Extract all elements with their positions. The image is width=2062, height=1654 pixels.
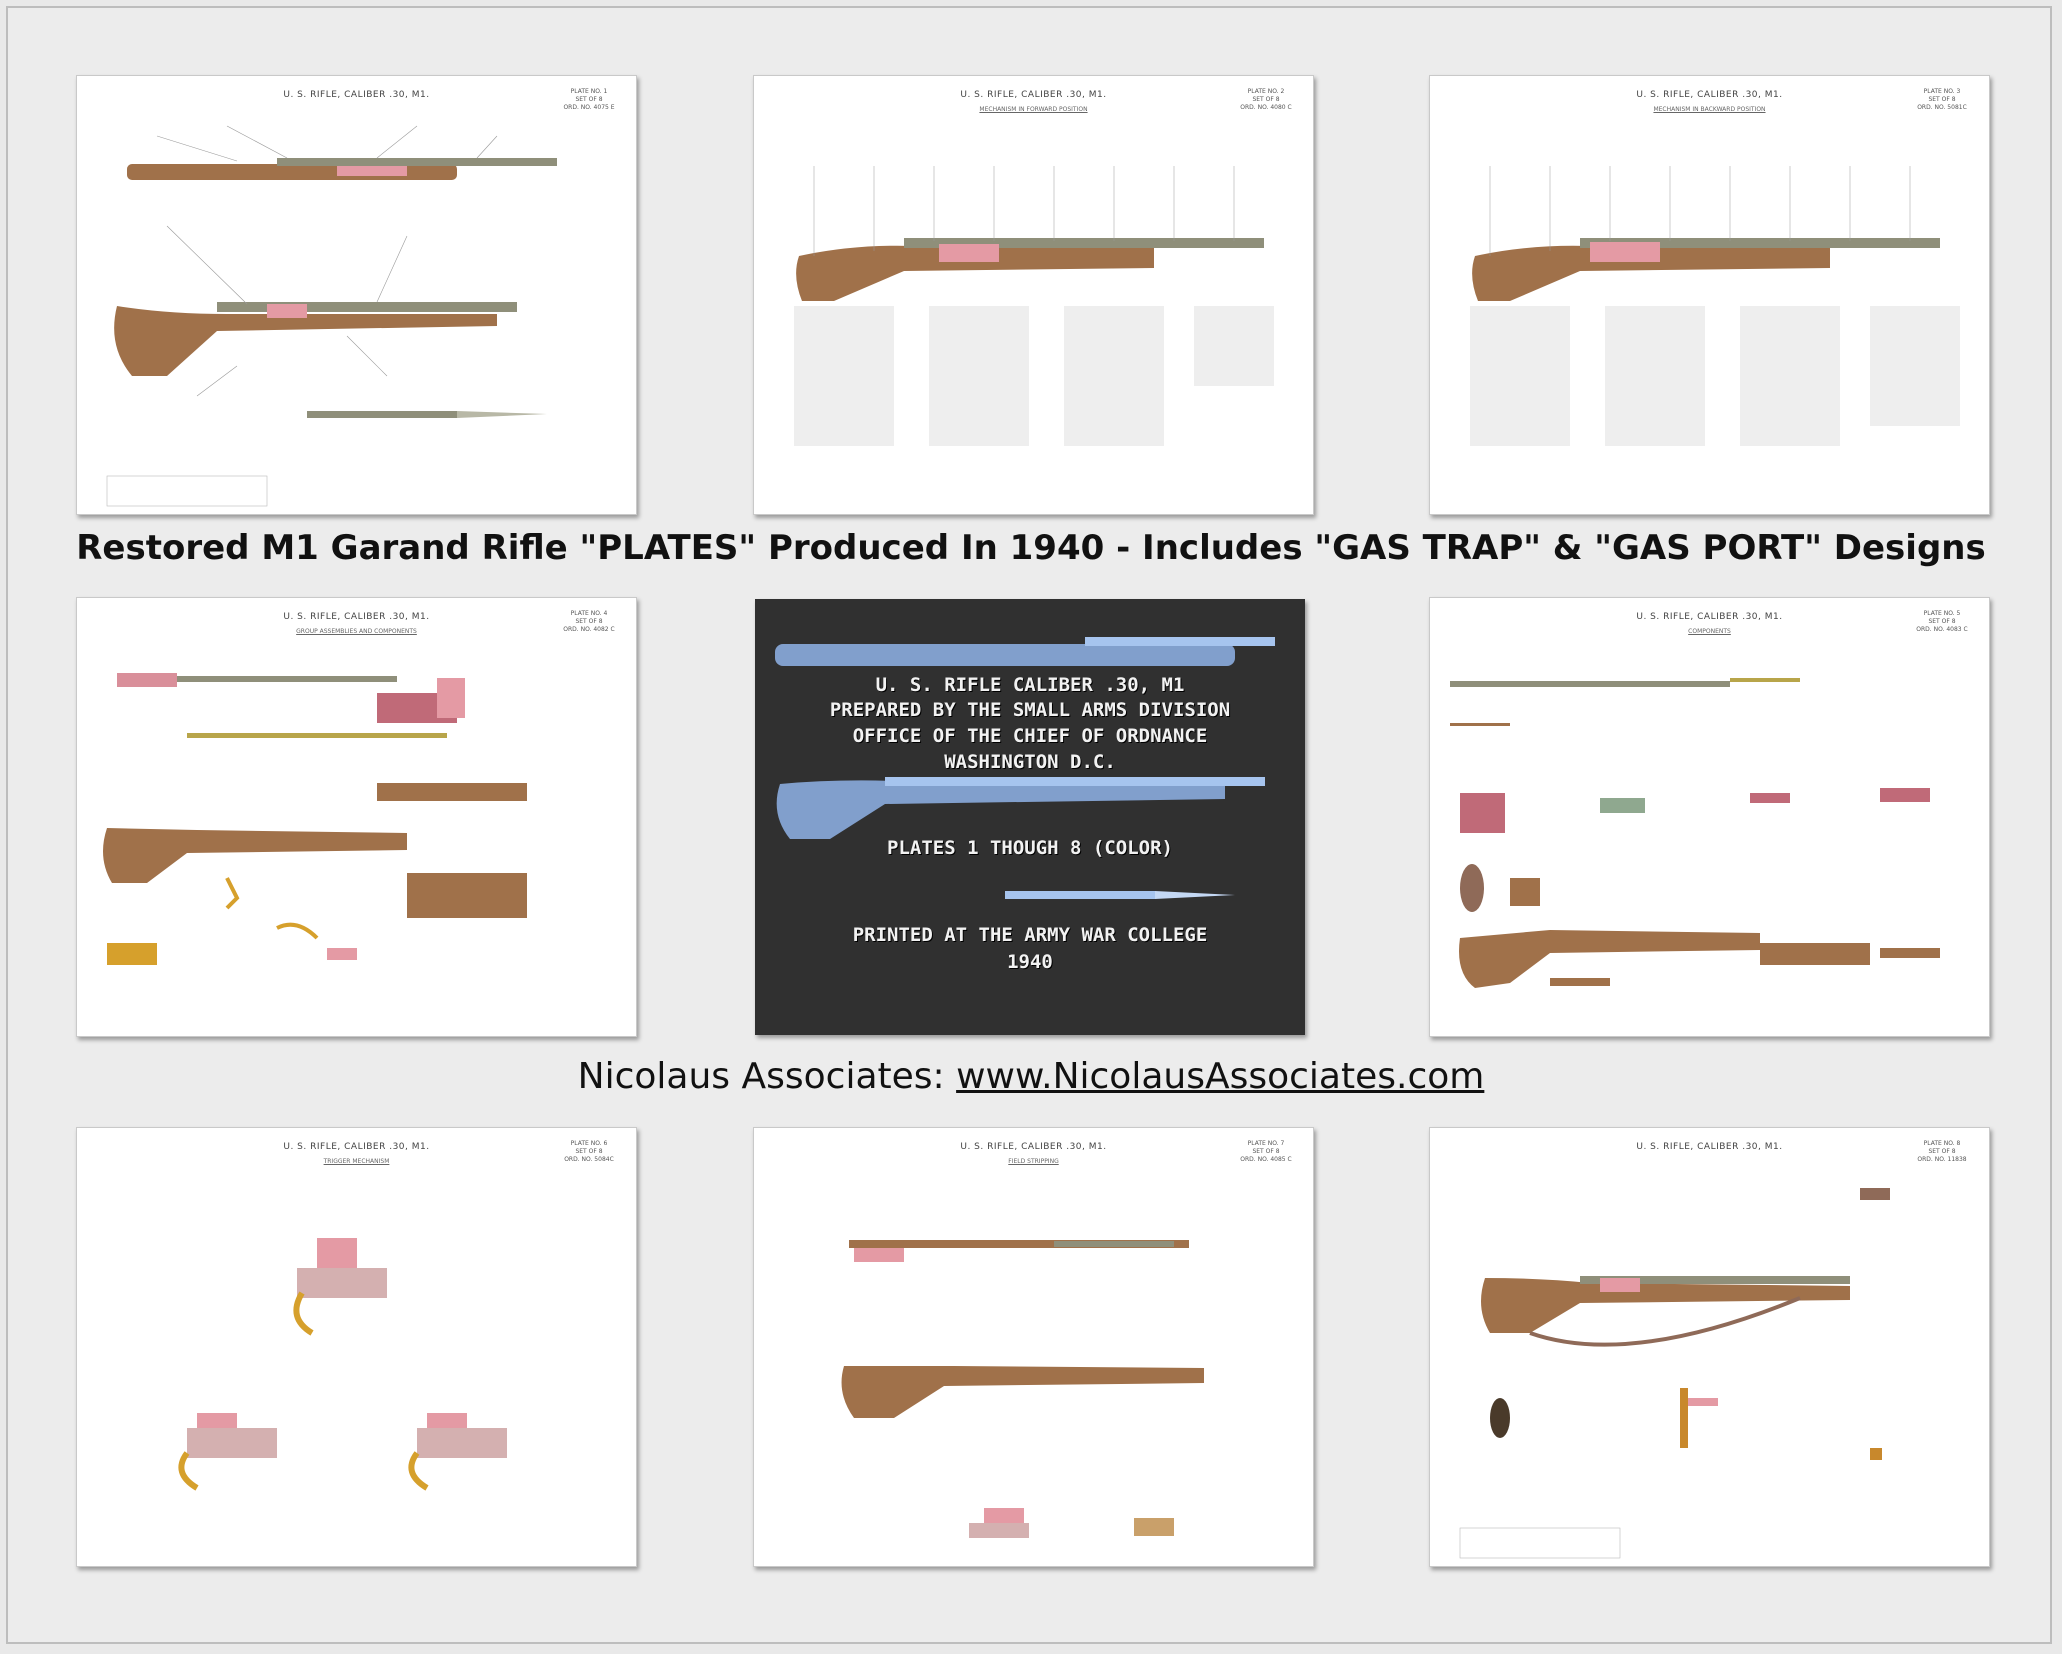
rifle-illustration	[1459, 1188, 1890, 1559]
rifle-illustration	[794, 166, 1274, 446]
plate-7: U. S. RIFLE, CALIBER .30, M1. FIELD STRI…	[753, 1127, 1314, 1567]
plate-title: U. S. RIFLE, CALIBER .30, M1.	[283, 612, 430, 622]
plate-number: PLATE NO. 4 SET OF 8 ORD. NO. 4082 C	[563, 610, 615, 633]
plate-6: U. S. RIFLE, CALIBER .30, M1. TRIGGER ME…	[76, 1127, 637, 1567]
plate-title: U. S. RIFLE, CALIBER .30, M1.	[283, 90, 430, 100]
plate-number: PLATE NO. 5 SET OF 8 ORD. NO. 4083 C	[1916, 610, 1968, 633]
plate-title: U. S. RIFLE, CALIBER .30, M1.	[1636, 612, 1783, 622]
plate-subtitle: MECHANISM IN FORWARD POSITION	[979, 106, 1088, 113]
plate-4: U. S. RIFLE, CALIBER .30, M1. GROUP ASSE…	[76, 597, 637, 1037]
trigger-illustration	[178, 1238, 507, 1491]
website-link[interactable]: www.NicolausAssociates.com	[956, 1056, 1485, 1097]
plate-3: U. S. RIFLE, CALIBER .30, M1. MECHANISM …	[1429, 75, 1990, 515]
plate-number: PLATE NO. 2 SET OF 8 ORD. NO. 4080 C	[1240, 88, 1292, 111]
credit-name: Nicolaus Associates:	[577, 1056, 957, 1097]
cover-line-2: PREPARED BY THE SMALL ARMS DIVISION	[829, 699, 1231, 721]
plate-title: U. S. RIFLE, CALIBER .30, M1.	[960, 1142, 1107, 1152]
headline: Restored M1 Garand Rifle "PLATES" Produc…	[76, 528, 1986, 568]
plate-subtitle: TRIGGER MECHANISM	[323, 1158, 390, 1165]
plate-number: PLATE NO. 3 SET OF 8 ORD. NO. 5081C	[1917, 88, 1967, 111]
plate-number: PLATE NO. 7 SET OF 8 ORD. NO. 4085 C	[1240, 1140, 1292, 1163]
plate-5: U. S. RIFLE, CALIBER .30, M1. COMPONENTS…	[1429, 597, 1990, 1037]
cover-line-1: U. S. RIFLE CALIBER .30, M1	[875, 674, 1185, 696]
cover-line-6: PRINTED AT THE ARMY WAR COLLEGE	[852, 924, 1208, 946]
rifle-illustration	[106, 125, 557, 507]
plate-subtitle: FIELD STRIPPING	[1008, 1158, 1059, 1165]
plate-number: PLATE NO. 6 SET OF 8 ORD. NO. 5084C	[564, 1140, 614, 1163]
plate-title: U. S. RIFLE, CALIBER .30, M1.	[1636, 1142, 1783, 1152]
parts-illustration	[103, 673, 527, 965]
field-strip-illustration	[841, 1240, 1204, 1538]
cover-line-3: OFFICE OF THE CHIEF OF ORDNANCE	[852, 725, 1208, 747]
credit-line: Nicolaus Associates: www.NicolausAssocia…	[0, 1056, 2062, 1097]
cover-plate: U. S. RIFLE CALIBER .30, M1 PREPARED BY …	[755, 599, 1305, 1035]
cover-line-5: PLATES 1 THOUGH 8 (COLOR)	[887, 837, 1173, 859]
plate-subtitle: MECHANISM IN BACKWARD POSITION	[1653, 106, 1766, 113]
plate-title: U. S. RIFLE, CALIBER .30, M1.	[1636, 90, 1783, 100]
plate-title: U. S. RIFLE, CALIBER .30, M1.	[283, 1142, 430, 1152]
plate-2: U. S. RIFLE, CALIBER .30, M1. MECHANISM …	[753, 75, 1314, 515]
cover-line-4: WASHINGTON D.C.	[944, 751, 1116, 773]
plate-8: U. S. RIFLE, CALIBER .30, M1. PLATE NO. …	[1429, 1127, 1990, 1567]
plate-number: PLATE NO. 1 SET OF 8 ORD. NO. 4075 E	[563, 88, 615, 111]
parts-illustration	[1450, 678, 1940, 988]
plate-number: PLATE NO. 8 SET OF 8 ORD. NO. 11838	[1917, 1140, 1967, 1163]
cover-line-7: 1940	[1007, 951, 1053, 973]
plate-1: U. S. RIFLE, CALIBER .30, M1. PLATE NO. …	[76, 75, 637, 515]
plate-subtitle: COMPONENTS	[1688, 628, 1731, 635]
rifle-illustration	[1470, 166, 1960, 446]
cover-rifle-illustration	[775, 637, 1275, 899]
plate-subtitle: GROUP ASSEMBLIES AND COMPONENTS	[296, 628, 417, 635]
plate-title: U. S. RIFLE, CALIBER .30, M1.	[960, 90, 1107, 100]
